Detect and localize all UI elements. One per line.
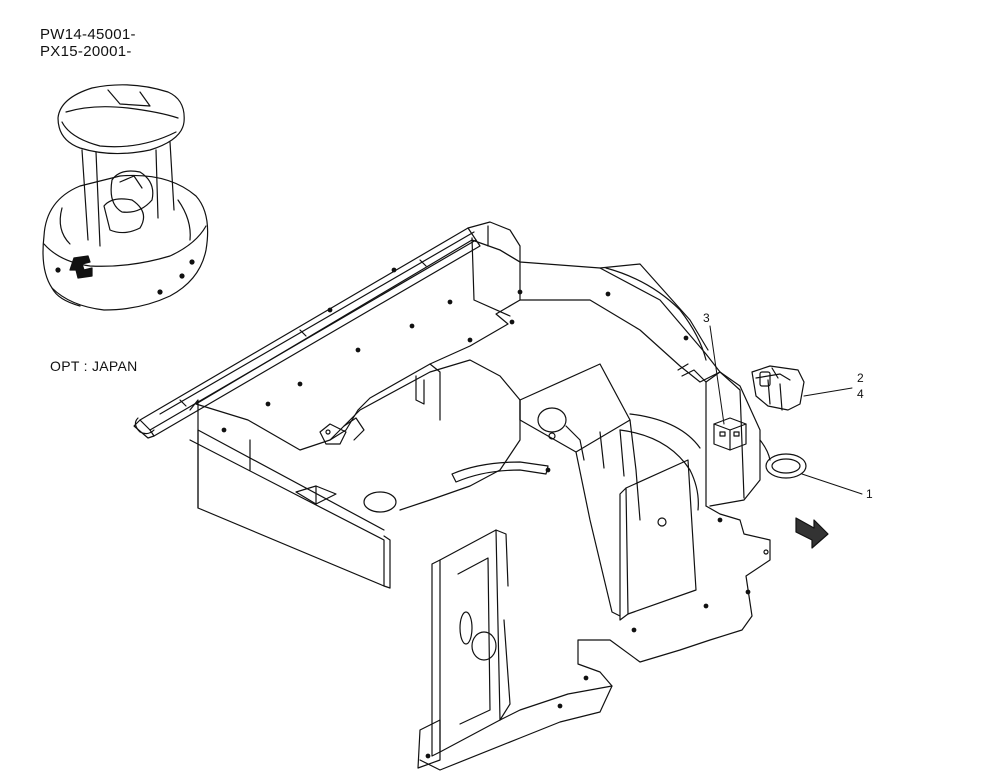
serial-number-line-1: PW14-45001- [40, 26, 136, 43]
callout-3: 3 [703, 311, 710, 325]
callout-2: 2 [857, 371, 864, 385]
callout-1: 1 [866, 487, 873, 501]
option-label: OPT : JAPAN [50, 358, 138, 374]
frame-assembly [134, 222, 770, 770]
ring-part [760, 440, 806, 478]
callout-4: 4 [857, 387, 864, 401]
excavator-cab-icon [43, 85, 208, 310]
front-arrow-icon [796, 518, 828, 548]
serial-number-line-2: PX15-20001- [40, 43, 132, 60]
switch-part [714, 418, 746, 450]
wrench-marker-icon [70, 256, 92, 278]
switch-bracket-part [752, 366, 804, 410]
callout-leaders [710, 326, 862, 494]
